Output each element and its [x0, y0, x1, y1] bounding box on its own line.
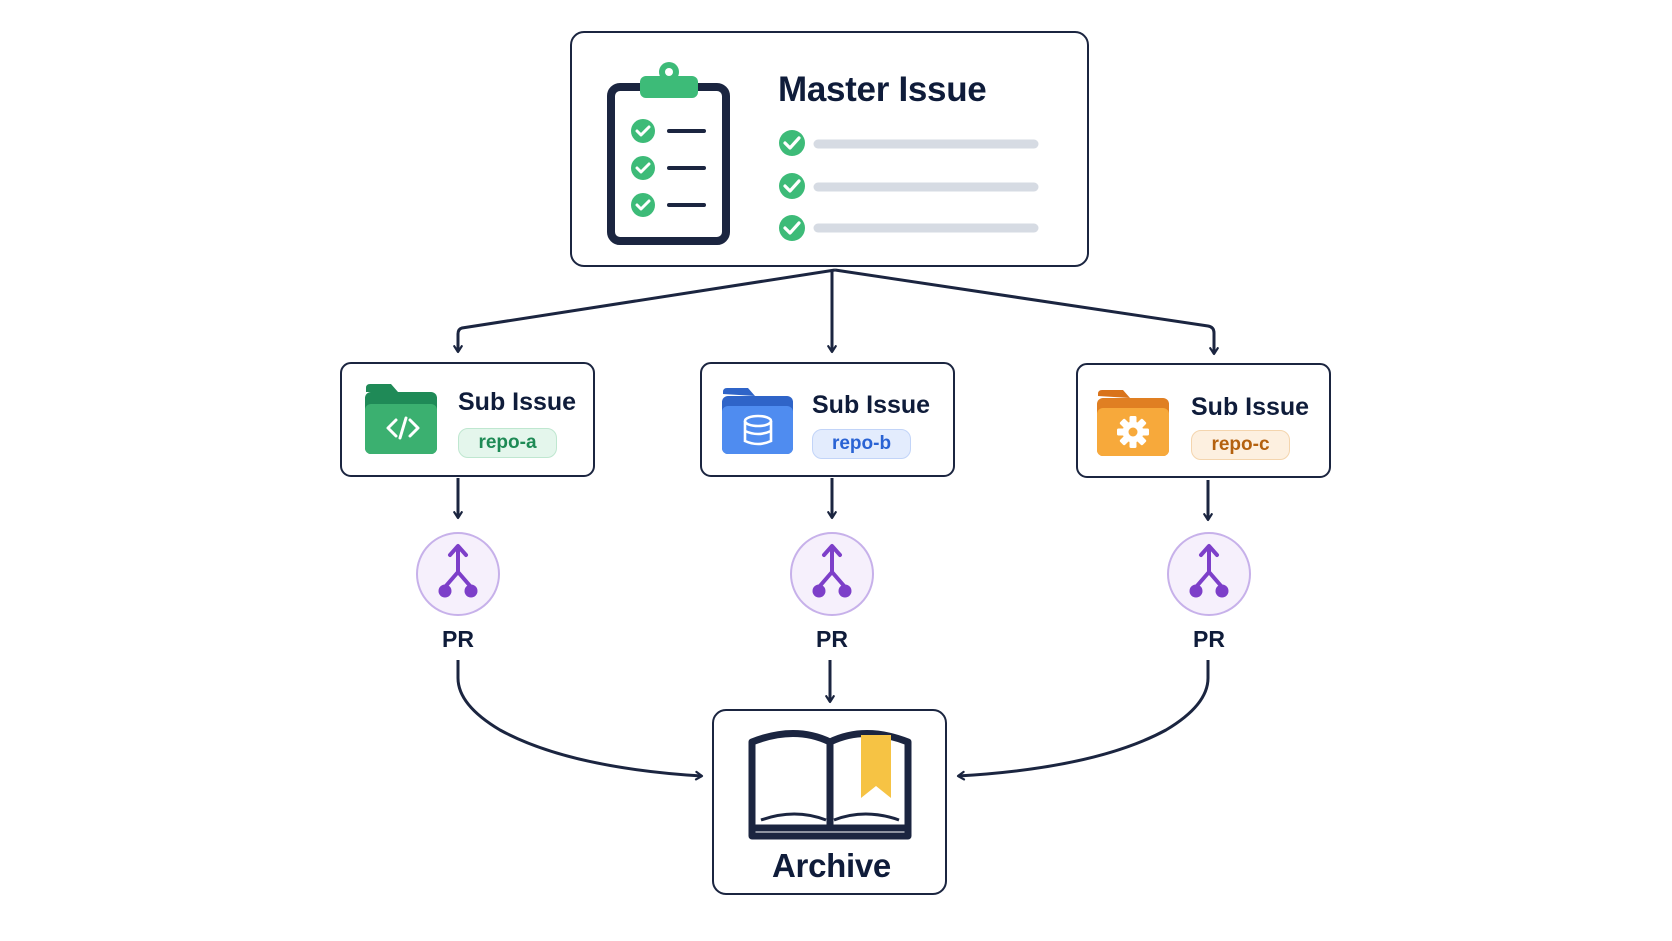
repo-badge-c[interactable]: repo-c — [1191, 430, 1290, 460]
arrow-pr-c-to-archive — [956, 660, 1210, 781]
repo-badge-a[interactable]: repo-a — [458, 428, 557, 458]
repo-badge-b[interactable]: repo-b — [812, 429, 911, 459]
arrow-master-to-sub-a — [453, 268, 836, 354]
arrow-pr-a-to-archive — [456, 660, 704, 781]
pr-label-a: PR — [442, 626, 474, 652]
arrow-master-to-sub-c — [834, 268, 1219, 356]
master-issue-card — [570, 31, 1089, 267]
archive-title: Archive — [772, 847, 891, 884]
master-issue-title: Master Issue — [778, 70, 987, 109]
sub-issue-title-repo-b: Sub Issue — [812, 391, 931, 419]
pr-label-c: PR — [1193, 626, 1225, 652]
sub-issue-title-repo-a: Sub Issue — [458, 388, 577, 416]
pr-label-b: PR — [816, 626, 848, 652]
sub-issue-card-repo-a — [340, 362, 595, 477]
sub-issue-title-repo-c: Sub Issue — [1191, 393, 1310, 421]
